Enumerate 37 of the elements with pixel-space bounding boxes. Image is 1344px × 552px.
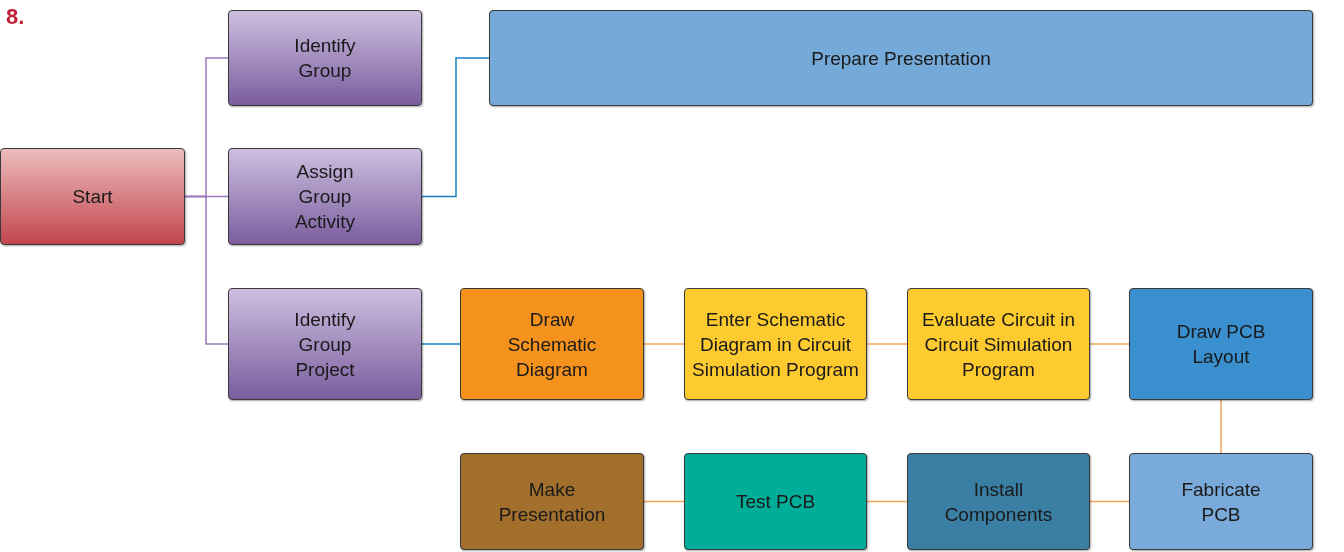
box-label: Install Components	[943, 477, 1054, 527]
box-label: Test PCB	[734, 490, 817, 514]
connector-line	[1089, 343, 1130, 345]
box-label: Assign Group Activity	[293, 160, 357, 234]
process-box	[684, 288, 867, 400]
process-box	[1129, 453, 1313, 550]
connector-line	[1220, 399, 1222, 454]
process-box	[228, 288, 422, 400]
process-box	[907, 288, 1090, 400]
connector-line	[643, 343, 685, 345]
process-box	[489, 10, 1313, 106]
box-label: Make Presentation	[497, 477, 607, 527]
connector-line	[643, 500, 685, 503]
box-label: Fabricate PCB	[1180, 477, 1262, 527]
process-box	[228, 148, 422, 245]
box-label: Draw PCB Layout	[1175, 320, 1267, 369]
box-label: Identify Group Project	[293, 307, 357, 382]
box-label: Enter Schematic Diagram in Circuit Simulation Program	[691, 307, 860, 382]
process-box	[0, 148, 185, 245]
process-box	[684, 453, 867, 550]
process-box	[460, 453, 644, 550]
box-label: Identify Group	[293, 34, 357, 83]
box-label: Evaluate Circuit in Circuit Simulation Program	[920, 307, 1077, 382]
process-box	[228, 10, 422, 106]
figure-number: 8.	[6, 4, 25, 30]
connector-line	[866, 343, 908, 345]
box-label: Draw Schematic Diagram	[506, 307, 598, 382]
connector-line	[184, 195, 229, 345]
connector-line	[421, 343, 461, 345]
connector-line	[421, 57, 490, 198]
box-label: Start	[71, 185, 114, 209]
box-label: Prepare Presentation	[810, 46, 992, 71]
process-box	[460, 288, 644, 400]
connector-line	[866, 500, 908, 503]
connector-line	[1089, 500, 1130, 503]
process-box	[907, 453, 1090, 550]
process-box	[1129, 288, 1313, 400]
